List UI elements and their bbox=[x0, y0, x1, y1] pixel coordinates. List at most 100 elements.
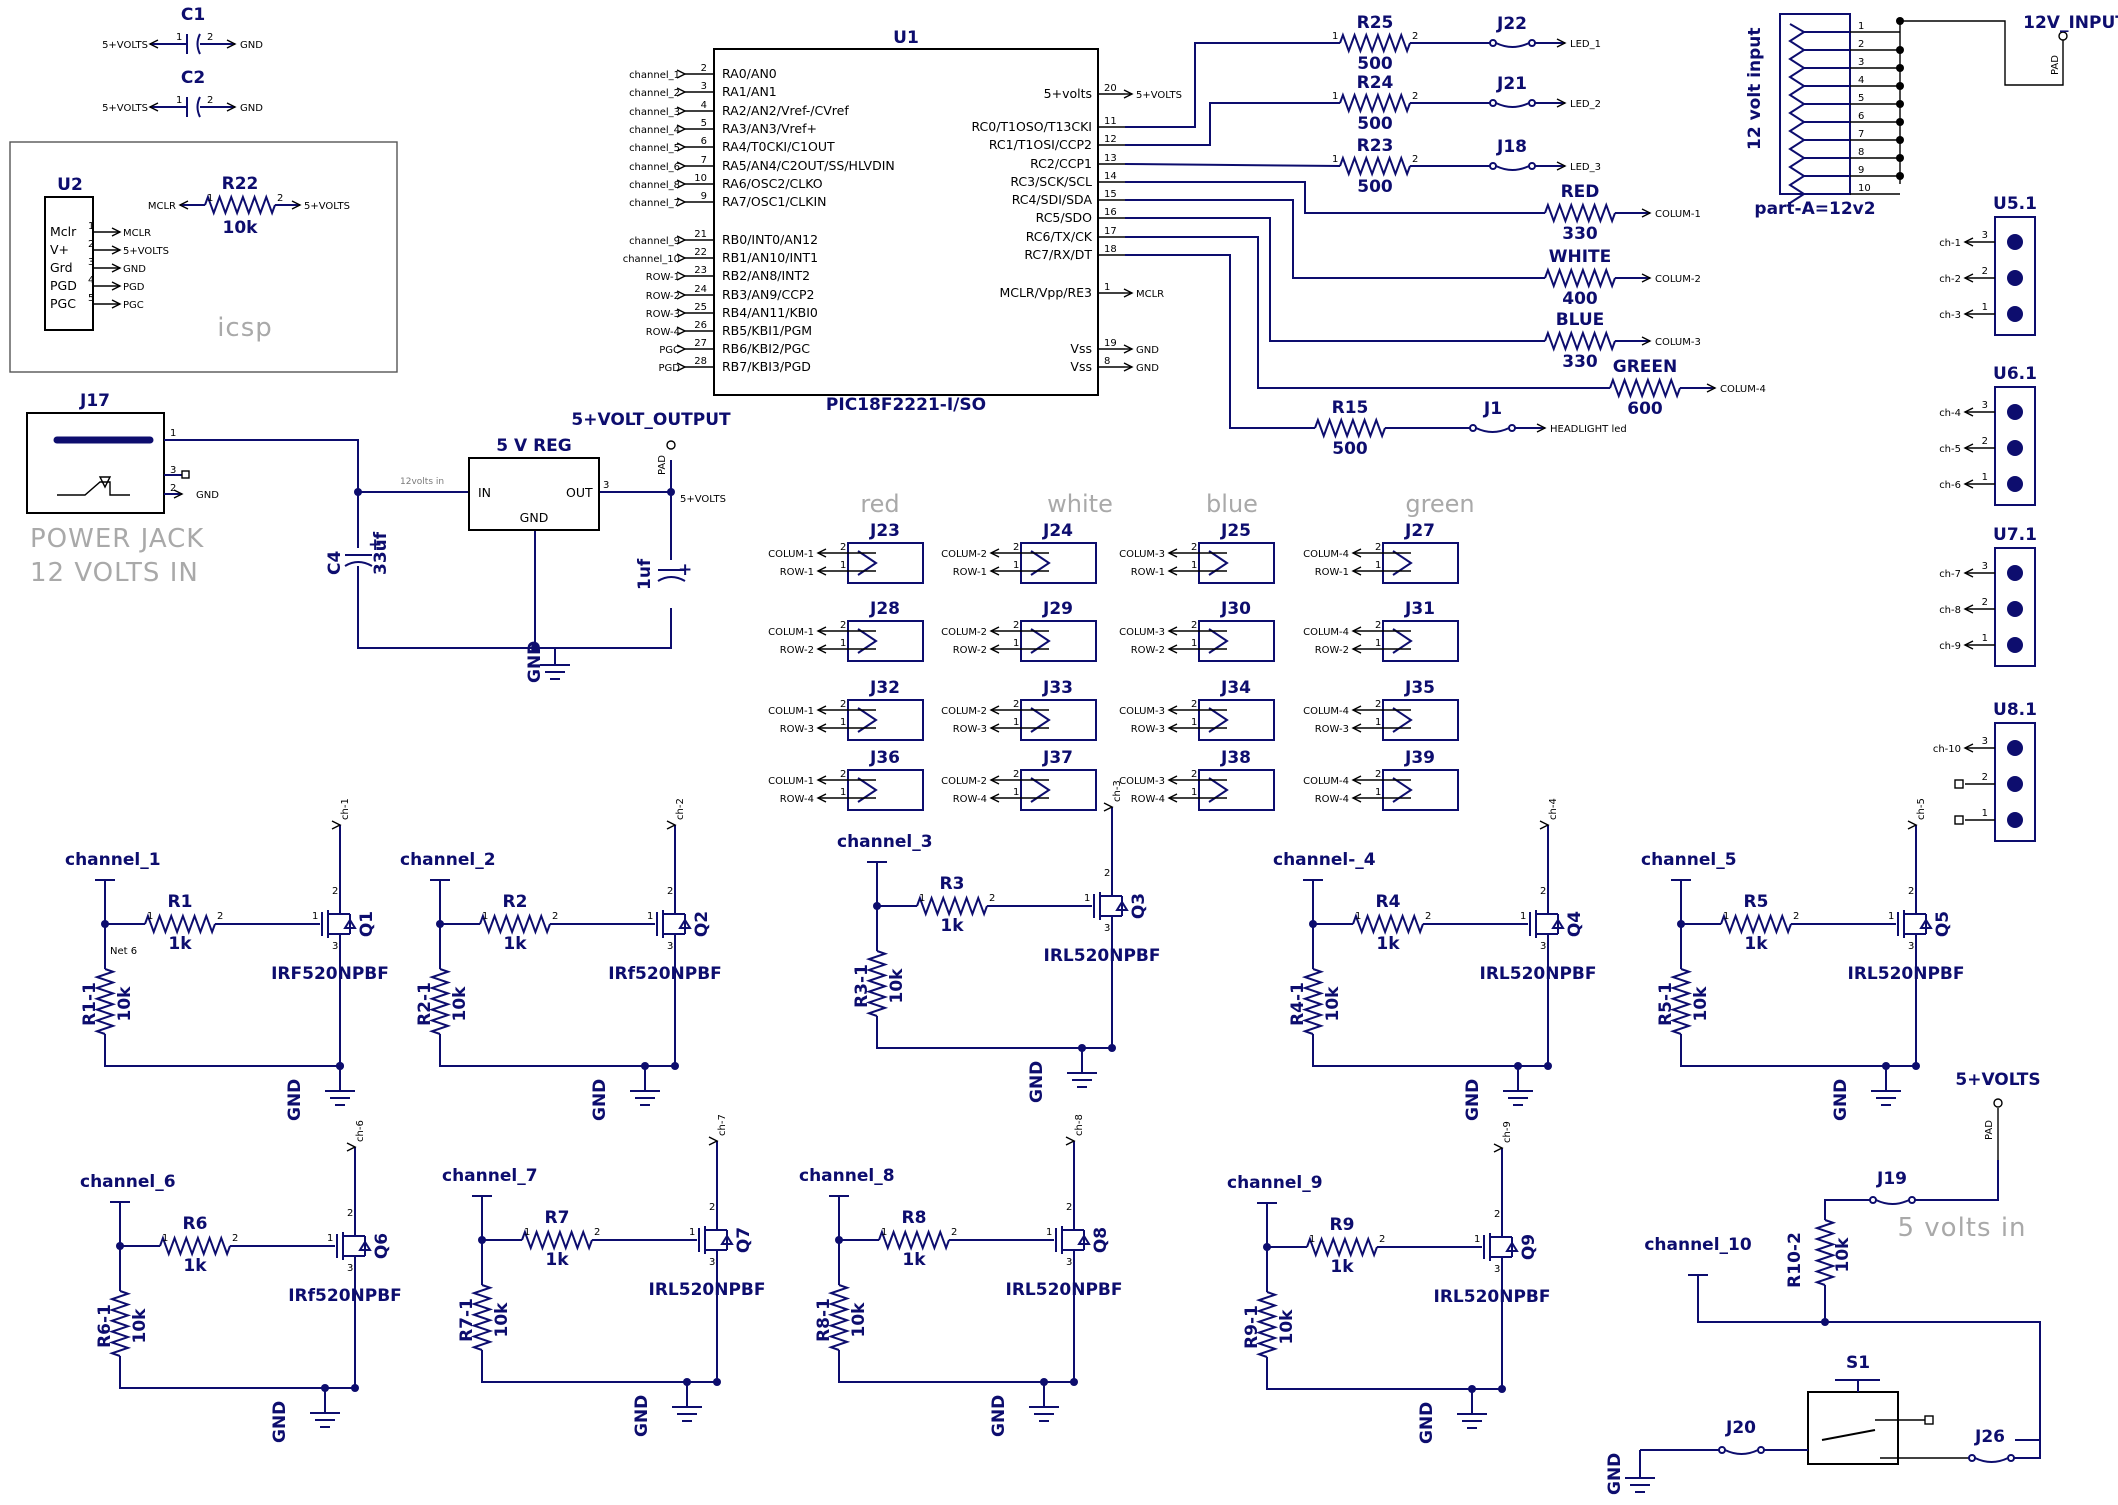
resistor-value: 330 bbox=[1562, 224, 1598, 244]
jumper-ref: J21 bbox=[1496, 74, 1527, 94]
pin-number: 1 bbox=[1332, 91, 1338, 102]
matrix-column-title: red bbox=[860, 490, 899, 518]
resistor-zigzag bbox=[1255, 1291, 1279, 1358]
pin-number: 7 bbox=[1858, 129, 1864, 140]
net-label: COLUM-1 bbox=[768, 706, 814, 717]
resistor-value: 10k bbox=[849, 1302, 869, 1338]
pin-number: 3 bbox=[1858, 57, 1864, 68]
pin-number: 1 bbox=[1191, 717, 1197, 728]
pin-number: 1 bbox=[1982, 808, 1988, 819]
net-label: Net 6 bbox=[110, 946, 137, 957]
net-label: channel_6 bbox=[629, 162, 680, 173]
pin-name: PGC bbox=[50, 296, 76, 311]
gnd-label: GND bbox=[590, 1079, 610, 1121]
pin-number: 1 bbox=[1104, 282, 1110, 293]
matrix-connector-ref: J34 bbox=[1220, 678, 1251, 698]
pin-name: RC4/SDI/SDA bbox=[1012, 192, 1093, 207]
net-label: ROW-3 bbox=[953, 724, 987, 735]
pin-number: 24 bbox=[694, 284, 707, 295]
resistor-ref: BLUE bbox=[1556, 310, 1605, 330]
net-label: LED_2 bbox=[1570, 99, 1601, 110]
pin-number: 2 bbox=[207, 95, 213, 106]
net-label: ch-3 bbox=[1112, 780, 1123, 802]
gnd-label: GND bbox=[285, 1079, 305, 1121]
pin-number: 3 bbox=[1540, 941, 1546, 952]
pin-number: 2 bbox=[1412, 31, 1418, 42]
net-label: ch-4 bbox=[1548, 798, 1559, 820]
pin-name: RB4/AN11/KBI0 bbox=[722, 305, 818, 320]
matrix-connector-ref: J37 bbox=[1042, 748, 1073, 768]
matrix-connector-body bbox=[847, 699, 924, 741]
resistor-zigzag bbox=[93, 968, 117, 1035]
matrix-connector-body bbox=[1382, 769, 1459, 811]
pin-number: 16 bbox=[1104, 207, 1117, 218]
resistor-ref: RED bbox=[1561, 182, 1600, 202]
net-label: 5+VOLTS bbox=[102, 103, 148, 114]
pin-number: 1 bbox=[840, 560, 846, 571]
pin-name: Grd bbox=[50, 260, 73, 275]
resistor-ref: R15 bbox=[1332, 398, 1369, 418]
resistor-zigzag bbox=[470, 1284, 494, 1351]
pin-number: 2 bbox=[951, 1227, 957, 1238]
net-label: 5+VOLTS bbox=[123, 246, 169, 257]
pin-number: 1 bbox=[176, 95, 182, 106]
resistor-zigzag bbox=[521, 1229, 593, 1251]
net-label: ROW-3 bbox=[1315, 724, 1349, 735]
pin-number: 1 bbox=[1355, 911, 1361, 922]
pin-name: RB6/KBI2/PGC bbox=[722, 341, 810, 356]
net-label: ch-9 bbox=[1939, 641, 1961, 652]
pin-number: 3 bbox=[709, 1257, 715, 1268]
pin-name: V+ bbox=[50, 242, 69, 257]
pin-name: PGD bbox=[50, 278, 77, 293]
pin-number: 26 bbox=[694, 320, 707, 331]
pin-name: RA0/AN0 bbox=[722, 66, 777, 81]
pin-name: Vss bbox=[1070, 359, 1092, 374]
matrix-connector-body bbox=[1020, 769, 1097, 811]
jumper-ref: J1 bbox=[1483, 399, 1502, 419]
pin-name: 5+volts bbox=[1044, 86, 1092, 101]
jumper-link bbox=[1475, 427, 1510, 433]
pin-name: RC6/TX/CK bbox=[1026, 229, 1093, 244]
reg-gnd: GND bbox=[520, 510, 549, 525]
capacitor-value: 33uf bbox=[371, 531, 391, 575]
net-label: 12volts in bbox=[400, 477, 444, 487]
resistor-ref: GREEN bbox=[1613, 357, 1678, 377]
pin-number: 2 bbox=[1982, 597, 1988, 608]
junction-dot bbox=[1468, 1385, 1476, 1393]
pin-name: RA5/AN4/C2OUT/SS/HLVDIN bbox=[722, 158, 895, 173]
pin-number: 1 bbox=[327, 1233, 333, 1244]
resistor-ref: R1-1 bbox=[80, 982, 100, 1026]
icsp-title: icsp bbox=[217, 313, 273, 343]
header-12v-part: part-A=12v2 bbox=[1754, 199, 1875, 219]
net-label: ch-2 bbox=[675, 798, 686, 820]
pin-number: 1 bbox=[1520, 911, 1526, 922]
net-label: ROW-4 bbox=[1315, 794, 1349, 805]
pin-number: 1 bbox=[170, 428, 176, 439]
gnd-label: GND bbox=[1605, 1453, 1625, 1495]
pin-number: 1 bbox=[689, 1227, 695, 1238]
pad-label: PAD bbox=[657, 455, 668, 475]
resistor-ref: R25 bbox=[1357, 13, 1394, 33]
resistor-zigzag bbox=[144, 913, 216, 935]
net-label: ROW-2 bbox=[780, 645, 814, 656]
net-label: COLUM-3 bbox=[1119, 706, 1165, 717]
net-label: channel_8 bbox=[629, 180, 680, 191]
pin-name: RA1/AN1 bbox=[722, 84, 777, 99]
resistor-zigzag bbox=[1306, 1236, 1378, 1258]
pin-number: 2 bbox=[1858, 39, 1864, 50]
pin-name: RC5/SDO bbox=[1036, 210, 1093, 225]
matrix-connector-body bbox=[1198, 542, 1275, 584]
mosfet-ref: Q2 bbox=[692, 911, 712, 937]
resistor-value: 10k bbox=[492, 1302, 512, 1338]
capacitor-ref: C1 bbox=[181, 5, 205, 25]
pin-number: 1 bbox=[647, 911, 653, 922]
net-label: channel_9 bbox=[629, 236, 680, 247]
pin-number: 3 bbox=[667, 941, 673, 952]
pin-number: 2 bbox=[552, 911, 558, 922]
pin-number: 10 bbox=[1858, 183, 1871, 194]
pin-number: 20 bbox=[1104, 83, 1117, 94]
gnd-label: GND bbox=[1027, 1061, 1047, 1103]
resistor-value: 10k bbox=[115, 986, 135, 1022]
pin-name: RC0/T1OSO/T13CKI bbox=[971, 119, 1092, 134]
net-label: ROW-2 bbox=[1131, 645, 1165, 656]
